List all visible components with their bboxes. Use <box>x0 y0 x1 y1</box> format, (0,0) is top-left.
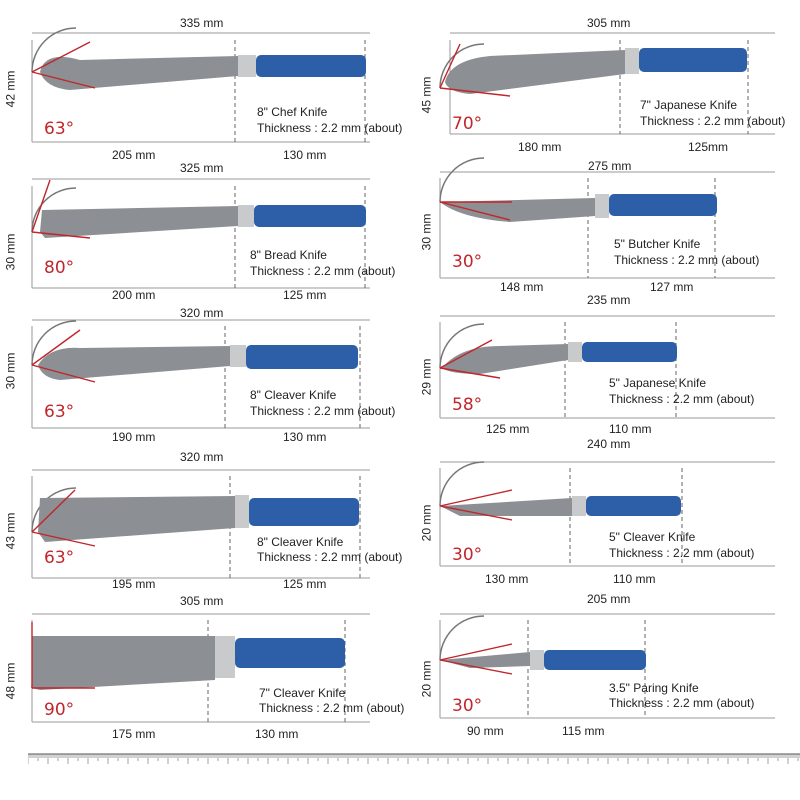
knife-name: 5" Japanese Knife <box>609 376 706 390</box>
overall-length: 320 mm <box>180 450 224 464</box>
knife-illustration <box>439 461 775 567</box>
knife-panel-bread8: 325 mm 30 mm 80° 8" Bread Knife Thicknes… <box>0 150 400 302</box>
protractor-icon <box>439 461 485 507</box>
knife-name: 5" Butcher Knife <box>614 237 701 251</box>
blade-height: 42 mm <box>3 70 18 108</box>
knife-name: 3.5" Paring Knife <box>609 681 699 695</box>
overall-length: 305 mm <box>587 16 631 30</box>
blade-length: 175 mm <box>112 727 156 741</box>
edge-angle: 58° <box>452 395 483 415</box>
blade-height: 30 mm <box>3 352 18 390</box>
knife-panel-chef8: 335 mm 42 mm 63° 8" Chef Knife Thickness… <box>0 0 403 162</box>
handle-length: 130 mm <box>283 430 327 444</box>
blade-length: 148 mm <box>500 280 544 294</box>
knife-thickness: Thickness : 2.2 mm (about) <box>609 546 755 560</box>
overall-length: 305 mm <box>180 594 224 608</box>
knife-thickness: Thickness : 2.2 mm (about) <box>609 696 755 710</box>
blade-height: 20 mm <box>419 660 434 698</box>
edge-angle: 30° <box>452 545 483 565</box>
overall-length: 275 mm <box>588 159 632 173</box>
knife-thickness: Thickness : 2.2 mm (about) <box>257 550 403 564</box>
handle-length: 125mm <box>688 140 729 154</box>
knife-illustration <box>31 319 370 429</box>
knife-panel-cleaver8b: 320 mm 43 mm 63° 8" Cleaver Knife Thickn… <box>0 450 403 600</box>
knife-illustration <box>31 613 370 723</box>
knife-thickness: Thickness : 2.2 mm (about) <box>257 121 403 135</box>
blade-height: 30 mm <box>419 213 434 251</box>
knife-panel-japanese5: 235 mm 29 mm 58° 5" Japanese Knife Thick… <box>400 293 800 450</box>
knife-illustration <box>31 469 370 579</box>
blade-length: 200 mm <box>112 288 156 302</box>
overall-length: 325 mm <box>180 161 224 175</box>
handle-length: 130 mm <box>283 148 327 162</box>
knife-name: 8" Cleaver Knife <box>250 388 337 402</box>
knife-illustration <box>31 178 370 289</box>
edge-angle: 80° <box>44 258 75 278</box>
knife-name: 7" Cleaver Knife <box>259 686 346 700</box>
knife-illustration <box>439 315 775 419</box>
protractor-icon <box>31 187 77 233</box>
knife-panel-japanese7: 305 mm 45 mm 70° 7" Japanese Knife Thick… <box>400 0 800 154</box>
knife-panel-paring35: 205 mm 20 mm 30° 3.5" Paring Knife Thick… <box>400 592 800 750</box>
overall-length: 205 mm <box>587 592 631 606</box>
blade-height: 20 mm <box>419 504 434 542</box>
blade-length: 195 mm <box>112 577 156 591</box>
overall-length: 335 mm <box>180 16 224 30</box>
blade-height: 43 mm <box>3 512 18 550</box>
blade-height: 29 mm <box>419 358 434 396</box>
edge-angle: 90° <box>44 700 75 720</box>
knife-panel-cleaver5: 240 mm 20 mm 30° 5" Cleaver Knife Thickn… <box>400 437 800 600</box>
knife-thickness: Thickness : 2.2 mm (about) <box>250 404 396 418</box>
handle-length: 125 mm <box>283 288 327 302</box>
knife-illustration <box>439 157 775 279</box>
overall-length: 320 mm <box>180 306 224 320</box>
knife-thickness: Thickness : 2.2 mm (about) <box>640 114 786 128</box>
blade-length: 125 mm <box>486 422 530 436</box>
handle-length: 110 mm <box>613 572 656 586</box>
knife-thickness: Thickness : 2.2 mm (about) <box>609 392 755 406</box>
handle-length: 115 mm <box>562 724 605 738</box>
knife-panel-cleaver8a: 320 mm 30 mm 63° 8" Cleaver Knife Thickn… <box>0 300 400 450</box>
blade-length: 180 mm <box>518 140 562 154</box>
knife-name: 8" Chef Knife <box>257 105 328 119</box>
handle-length: 127 mm <box>650 280 694 294</box>
handle-length: 130 mm <box>255 727 299 741</box>
blade-height: 30 mm <box>3 233 18 271</box>
blade-length: 205 mm <box>112 148 156 162</box>
protractor-icon <box>31 27 77 73</box>
knife-name: 5" Cleaver Knife <box>609 530 696 544</box>
protractor-icon <box>439 157 485 203</box>
protractor-icon <box>439 43 485 89</box>
knife-thickness: Thickness : 2.2 mm (about) <box>259 701 405 715</box>
overall-length: 235 mm <box>587 293 631 307</box>
ruler-scale <box>28 753 800 764</box>
overall-length: 240 mm <box>587 437 631 451</box>
protractor-icon <box>439 323 485 369</box>
blade-length: 130 mm <box>485 572 529 586</box>
protractor-icon <box>439 615 485 661</box>
edge-angle: 70° <box>452 114 483 134</box>
knife-name: 8" Bread Knife <box>250 248 327 262</box>
blade-length: 90 mm <box>467 724 504 738</box>
edge-angle: 30° <box>452 696 483 716</box>
edge-angle: 63° <box>44 548 75 568</box>
blade-height: 45 mm <box>419 76 434 114</box>
handle-length: 110 mm <box>609 422 652 436</box>
knife-name: 8" Cleaver Knife <box>257 535 344 549</box>
blade-length: 190 mm <box>112 430 156 444</box>
knife-panel-cleaver7: 305 mm 48 mm 90° 7" Cleaver Knife Thickn… <box>0 594 404 750</box>
knife-thickness: Thickness : 2.2 mm (about) <box>250 264 396 278</box>
edge-angle: 63° <box>44 119 75 139</box>
knife-name: 7" Japanese Knife <box>640 98 737 112</box>
edge-angle: 63° <box>44 402 75 422</box>
knife-illustration <box>439 613 775 719</box>
knife-thickness: Thickness : 2.2 mm (about) <box>614 253 760 267</box>
protractor-icon <box>31 320 77 366</box>
edge-angle: 30° <box>452 252 483 272</box>
knife-panel-butcher5: 275 mm 30 mm 30° 5" Butcher Knife Thickn… <box>400 150 800 300</box>
handle-length: 125 mm <box>283 577 327 591</box>
blade-height: 48 mm <box>3 662 18 700</box>
knife-illustration <box>439 32 775 135</box>
knife-illustration <box>31 27 370 143</box>
